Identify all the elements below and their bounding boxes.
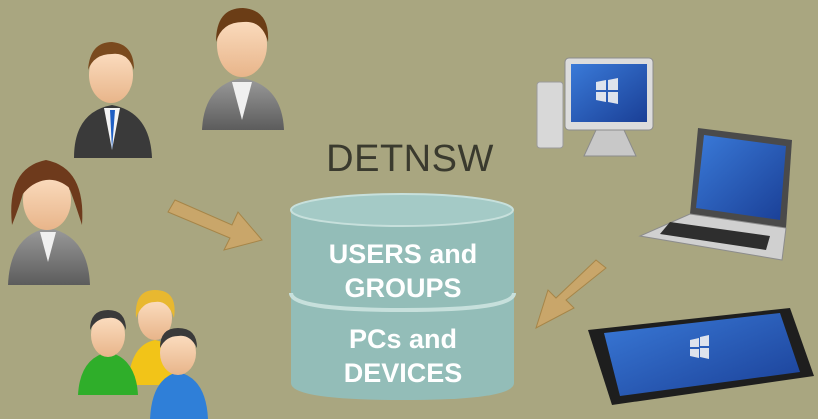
pcs-devices-line1: PCs and [348, 324, 458, 354]
arrow-right-to-database [535, 259, 607, 330]
pcs-devices-line2: DEVICES [343, 358, 463, 388]
arrow-left-to-database [167, 199, 263, 251]
man-icon [202, 8, 284, 130]
diagram-title: DETNSW [326, 138, 494, 180]
users-groups-label: USERS and GROUPS [293, 237, 513, 305]
users-groups-line1: USERS and [328, 239, 478, 269]
tablet-icon [588, 308, 814, 405]
desktop-pc-icon [536, 57, 654, 157]
database-cylinder [289, 193, 516, 400]
woman-icon [8, 160, 90, 285]
pcs-devices-label: PCs and DEVICES [293, 322, 513, 390]
businessman-icon [74, 42, 152, 158]
laptop-icon [638, 128, 792, 261]
group-icon [78, 290, 208, 419]
users-groups-line2: GROUPS [344, 273, 462, 303]
